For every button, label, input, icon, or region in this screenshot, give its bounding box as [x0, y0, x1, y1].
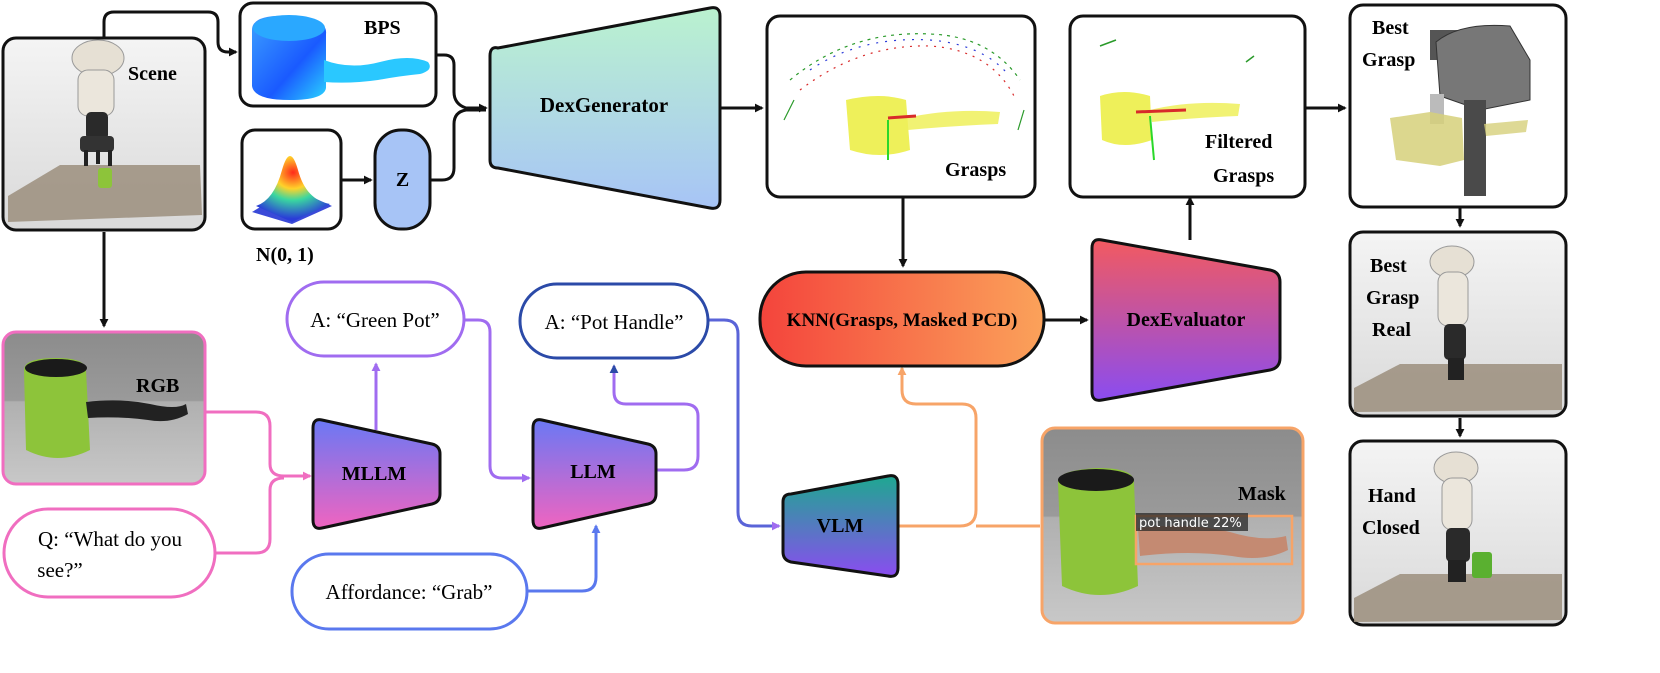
best-real-label-line2: Grasp [1366, 287, 1419, 309]
hand-closed-label-line1: Hand [1368, 485, 1416, 507]
filtered-grasps-panel: Filtered Grasps [1068, 14, 1307, 199]
answer-object-text: A: “Green Pot” [310, 308, 439, 332]
grasps-panel: Grasps [765, 14, 1037, 199]
gripper-icon [1430, 24, 1531, 196]
mask-panel: pot handle 22% Mask [1040, 426, 1305, 625]
question-text-line1: Q: “What do you [38, 527, 183, 551]
robot-arm-real-icon [1429, 245, 1475, 380]
best-real-label-line1: Best [1370, 255, 1407, 277]
answer-object-bubble: A: “Green Pot” [285, 280, 466, 358]
affordance-text: Affordance: “Grab” [326, 580, 493, 604]
mask-tag-text: pot handle 22% [1139, 516, 1242, 531]
arrow-z-to-dexgen [431, 108, 486, 182]
llm-block: LLM [531, 418, 658, 530]
arrow-scene-to-bps [102, 10, 238, 57]
arrow-bps-to-dexgen [437, 53, 488, 113]
bps-panel: BPS [238, 1, 438, 108]
grasp-poses-icon [783, 33, 1025, 131]
knn-label: KNN(Grasps, Masked PCD) [787, 310, 1018, 331]
rgb-label: RGB [136, 375, 179, 397]
hand-closed-label-line2: Closed [1362, 517, 1420, 539]
mllm-label: MLLM [342, 463, 407, 485]
z-label: Z [396, 169, 409, 191]
arrow-question-to-mllm [216, 476, 285, 555]
scene-label: Scene [128, 63, 177, 85]
vlm-block: VLM [781, 474, 900, 578]
best-pointcloud-icon [1390, 112, 1464, 166]
affordance-bubble: Affordance: “Grab” [290, 552, 529, 631]
dexgenerator-label: DexGenerator [540, 93, 668, 117]
arrow-llm-to-answer-part [609, 364, 700, 472]
dexevaluator-block: DexEvaluator [1090, 238, 1282, 402]
dexevaluator-label: DexEvaluator [1127, 309, 1246, 331]
best-grasp-label-line2: Grasp [1362, 49, 1415, 71]
mask-pot-icon [1058, 468, 1288, 595]
filtered-label-line1: Filtered [1205, 131, 1272, 153]
table-surface [8, 165, 202, 222]
arrow-answer-part-to-vlm [709, 318, 781, 531]
grasps-label: Grasps [945, 159, 1006, 181]
arrow-answer-object-to-llm [465, 318, 531, 483]
arrow-affordance-to-llm [528, 524, 601, 593]
answer-part-bubble: A: “Pot Handle” [518, 282, 710, 360]
gaussian-surface-icon [252, 156, 332, 224]
best-grasp-real-panel: Best Grasp Real [1348, 230, 1568, 418]
normal-label: N(0, 1) [256, 244, 314, 266]
bps-pointcloud-icon [252, 15, 430, 100]
best-real-label-line3: Real [1372, 319, 1411, 341]
robot-arm-icon [71, 39, 125, 166]
rgb-pot-icon [24, 358, 188, 458]
green-pot-icon [98, 168, 112, 188]
arrow-rgb-to-mllm [206, 410, 312, 481]
connectors [99, 10, 1465, 593]
pot-pointcloud-icon [846, 96, 1000, 160]
filtered-pointcloud-icon [1099, 39, 1255, 161]
z-node: Z [373, 128, 432, 231]
robot-arm-closed-icon [1433, 451, 1492, 582]
mllm-block: MLLM [311, 418, 442, 530]
vlm-label: VLM [817, 515, 864, 537]
knn-block: KNN(Grasps, Masked PCD) [758, 270, 1046, 368]
rgb-panel: RGB [1, 330, 207, 486]
scene-panel: Scene [1, 36, 207, 232]
arrow-vlm-to-knn [897, 366, 978, 528]
hand-closed-panel: Hand Closed [1348, 439, 1568, 627]
filtered-label-line2: Grasps [1213, 165, 1274, 187]
best-grasp-panel: Best Grasp [1348, 3, 1568, 209]
best-grasp-label-line1: Best [1372, 17, 1409, 39]
question-bubble: Q: “What do you see?” [2, 507, 217, 599]
normal-panel: N(0, 1) [240, 128, 343, 266]
question-text-line2: see?” [37, 558, 82, 582]
mask-label: Mask [1238, 483, 1287, 505]
dexgenerator-block: DexGenerator [488, 6, 722, 210]
answer-part-text: A: “Pot Handle” [545, 310, 684, 334]
bps-label: BPS [364, 17, 401, 39]
llm-label: LLM [570, 461, 616, 483]
